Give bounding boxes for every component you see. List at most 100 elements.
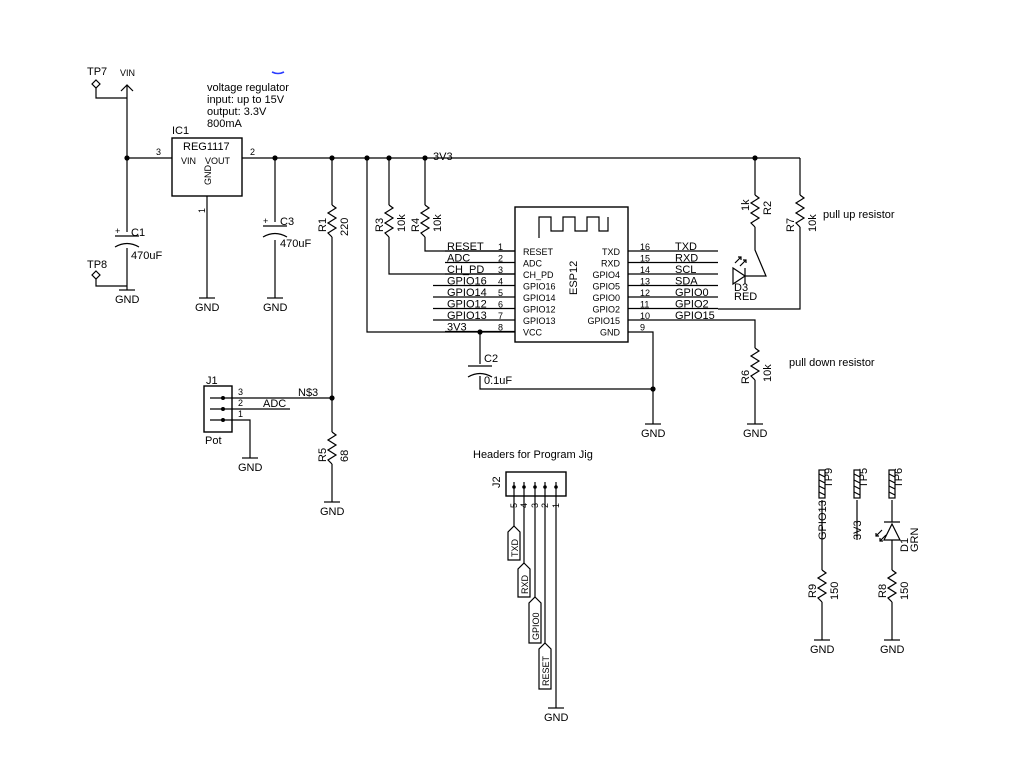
- pot-name: Pot: [205, 435, 222, 447]
- gnd-label: GND: [810, 644, 835, 656]
- esp-left-pin-num: 6: [498, 300, 503, 310]
- header-net-tag: TXD: [510, 538, 520, 557]
- c2-value: 0.1uF: [484, 375, 512, 387]
- tp5-pad-icon: [853, 469, 861, 499]
- gnd-label: GND: [320, 506, 345, 518]
- esp-right-pin-num: 11: [640, 300, 649, 310]
- net-tag-shape: [528, 596, 542, 644]
- gnd-label: GND: [641, 428, 666, 440]
- tp5-label: TP5: [858, 468, 870, 488]
- esp-left-pin-name: RESET: [523, 247, 554, 257]
- pot-pin3: 3: [238, 387, 243, 397]
- rail-3v3-label: 3V3: [433, 151, 453, 163]
- net-tag-shape: [517, 562, 531, 598]
- vin-label: VIN: [120, 68, 135, 78]
- esp12-body: [514, 206, 629, 343]
- wires: [95, 85, 893, 708]
- tp9-pad-icon: [818, 469, 826, 499]
- r4-ref: R4: [410, 218, 422, 232]
- esp-left-pin-net: GPIO16: [447, 276, 487, 288]
- tp8-label: TP8: [87, 259, 107, 271]
- ground-symbol: GND: [544, 707, 569, 724]
- header-pin-num: 3: [530, 503, 540, 508]
- esp-right-pin-name: GPIO2: [592, 305, 620, 315]
- esp-right-pin-num: 10: [640, 311, 650, 321]
- tp7-label: TP7: [87, 66, 107, 78]
- r3-ref: R3: [374, 218, 386, 232]
- regulator-pin1-num: 1: [197, 208, 207, 213]
- capacitor-c3: + C3 470uF: [262, 216, 311, 250]
- gnd-label: GND: [238, 462, 263, 474]
- r2-value: 1k: [740, 199, 752, 211]
- r5-zigzag: [326, 431, 338, 465]
- tp6-pad-icon: [888, 469, 896, 499]
- r2-zigzag: [749, 194, 761, 228]
- c3-ref: C3: [280, 216, 294, 228]
- esp-left-pin-num: 2: [498, 254, 503, 264]
- resistor-labels: R1 220 R3 10k R4 10k R2 1k R7 10k R6 10k…: [317, 199, 911, 600]
- header-ref: J2: [491, 476, 503, 488]
- c1-value: 470uF: [131, 250, 162, 262]
- esp-left-pin-net: GPIO13: [447, 310, 487, 322]
- header-pin-num: 1: [551, 503, 561, 508]
- stray-mark-icon: [271, 71, 285, 75]
- esp-right-pin-num: 15: [640, 254, 650, 264]
- ground-symbol: GND: [238, 457, 263, 474]
- header-pin-num: 2: [540, 503, 550, 508]
- antenna-trace-icon: [538, 216, 609, 238]
- r8-zigzag: [886, 569, 898, 603]
- esp-left-pin-name: CH_PD: [523, 270, 554, 280]
- headers-note: Headers for Program Jig: [473, 449, 593, 461]
- esp-left-pin-num: 5: [498, 288, 503, 298]
- led-d1-icon: [883, 521, 901, 541]
- gnd-label: GND: [880, 644, 905, 656]
- gnd-label: GND: [115, 294, 140, 306]
- esp-right-pin-net: RXD: [675, 253, 698, 265]
- esp-left-pin-name: GPIO16: [523, 282, 556, 292]
- r3-zigzag: [383, 204, 395, 238]
- r7-value: 10k: [807, 214, 819, 232]
- r1-zigzag: [326, 204, 338, 238]
- gnd-label: GND: [544, 712, 569, 724]
- junction-dot: [386, 155, 392, 161]
- junction-dot: [650, 386, 656, 392]
- esp12-module: ESP12: [514, 206, 629, 343]
- r7-ref: R7: [785, 218, 797, 232]
- esp-right-pin-num: 16: [640, 242, 650, 252]
- regulator-note-output: output: 3.3V: [207, 106, 267, 118]
- header-net-tag: RESET: [541, 655, 551, 686]
- esp-right-pin-net: SDA: [675, 276, 698, 288]
- pot-j1: J1 Pot 3 2 1 N$3 ADC: [203, 375, 318, 447]
- esp12-left-pins: RESET1RESETADC2ADCCH_PD3CH_PDGPIO164GPIO…: [447, 241, 556, 338]
- regulator-gnd-pin: GND: [203, 165, 213, 186]
- gnd-label: GND: [743, 428, 768, 440]
- d1-ref: D1: [899, 538, 911, 552]
- ground-symbol: GND: [743, 423, 768, 440]
- r7-zigzag: [794, 194, 806, 228]
- tp9-net-label: GPIO13: [817, 500, 829, 540]
- r2-ref: R2: [762, 201, 774, 215]
- r6-value: 10k: [762, 364, 774, 382]
- r9-ref: R9: [807, 584, 819, 598]
- capacitor-c1: + C1 470uF: [110, 226, 162, 262]
- tp5-net-label: 3V3: [852, 520, 864, 540]
- esp-right-pin-name: GND: [600, 328, 621, 338]
- c1-ref: C1: [131, 227, 145, 239]
- pot-net3: N$3: [298, 387, 318, 399]
- ground-symbol: GND: [263, 297, 288, 314]
- esp-left-pin-num: 8: [498, 323, 503, 333]
- junction-dot: [124, 155, 130, 161]
- esp-right-pin-net: GPIO15: [675, 310, 715, 322]
- r9-zigzag: [816, 569, 828, 603]
- esp12-ref: ESP12: [568, 261, 580, 295]
- junction-dot: [752, 155, 758, 161]
- header-net-tag: RXD: [520, 574, 530, 594]
- d1-color: GRN: [909, 528, 921, 553]
- ground-symbol: GND: [115, 289, 140, 306]
- header-net-tag: GPIO0: [531, 612, 541, 640]
- regulator-note-current: 800mA: [207, 118, 243, 130]
- esp-right-pin-net: SCL: [675, 264, 696, 276]
- vin-section: VIN TP7 TP8: [87, 66, 135, 280]
